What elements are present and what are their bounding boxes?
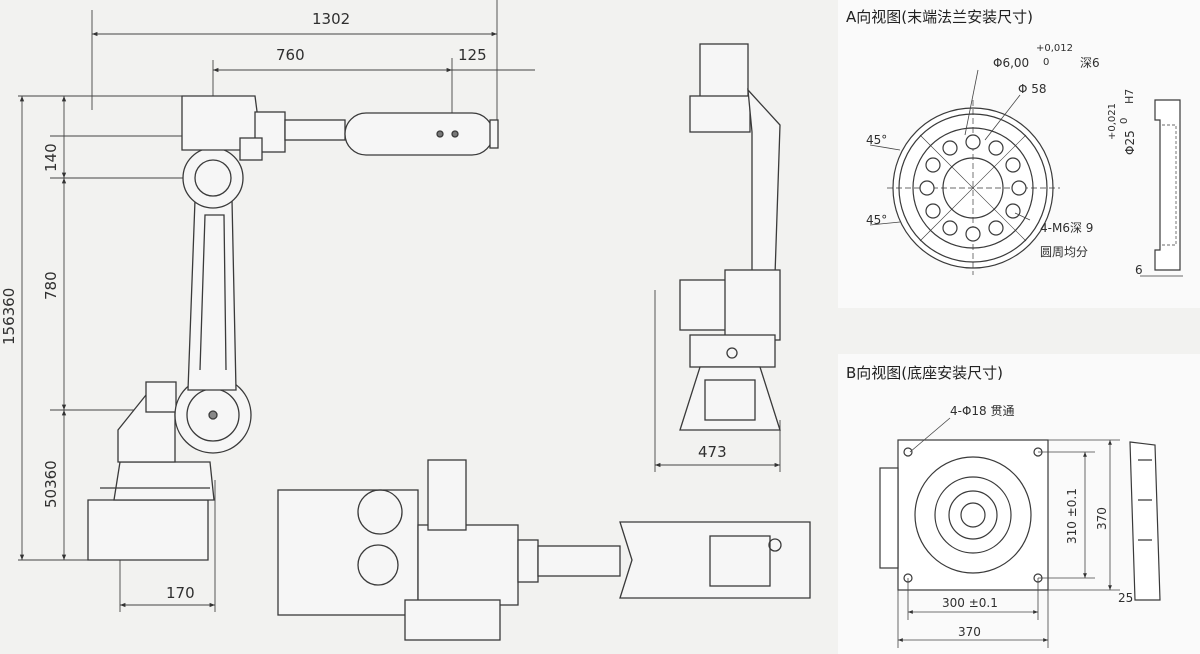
dim-side-width: 473 [698,443,727,461]
flange-pin-tol-upper: +0,012 [1036,43,1074,54]
robot-top-view [277,459,811,641]
base-holes: 4-Φ18 贯通 [950,404,1015,418]
flange-thickness: 6 [1135,263,1143,277]
robot-back-view [679,43,781,431]
flange-bore-tol-upper: +0,021 [1107,102,1118,140]
dim-total-height: 156360 [0,287,18,345]
flange-bore-tol-lower: 0 [1119,117,1130,124]
flange-view-title: A向视图(末端法兰安装尺寸) [846,8,1033,26]
base-outer-height: 370 [1095,507,1109,530]
base-plate [879,439,1049,591]
base-dimensions [897,417,1120,648]
flange-front [887,100,1060,275]
dim-base-offset: 170 [166,584,195,602]
flange-pcd: Φ 58 [1018,82,1047,96]
base-view-title: B向视图(底座安装尺寸) [846,364,1003,382]
dim-base-height: 50360 [42,460,60,508]
dim-shoulder-offset: 140 [42,143,60,172]
dim-lower-arm: 780 [42,271,60,300]
flange-bore: Φ25 [1123,130,1137,155]
flange-angle-top: 45° [866,133,888,147]
flange-leaders [869,69,1031,226]
flange-pin-tol-lower: 0 [1043,57,1050,68]
flange-section [1140,99,1183,277]
flange-pin-dia: Φ6,00 [993,56,1030,70]
dim-overall-length: 1302 [312,10,351,28]
side-view-dimensions [18,0,781,612]
flange-thread: 4-M6深 9 [1040,221,1094,235]
base-plate-thickness: 25 [1118,591,1134,605]
base-outer-width: 370 [958,625,981,639]
dim-upper-arm: 760 [276,46,305,64]
base-inner-width: 300 ±0.1 [942,596,998,610]
base-inner-height: 310 ±0.1 [1065,488,1079,544]
base-side [1129,441,1161,601]
flange-angle-bottom: 45° [866,213,888,227]
robot-side-view [87,95,499,561]
flange-thread-note: 圆周均分 [1040,245,1089,259]
flange-pin-depth: 深6 [1080,56,1100,70]
dim-wrist: 125 [458,46,487,64]
flange-bore-fit: H7 [1123,88,1136,104]
